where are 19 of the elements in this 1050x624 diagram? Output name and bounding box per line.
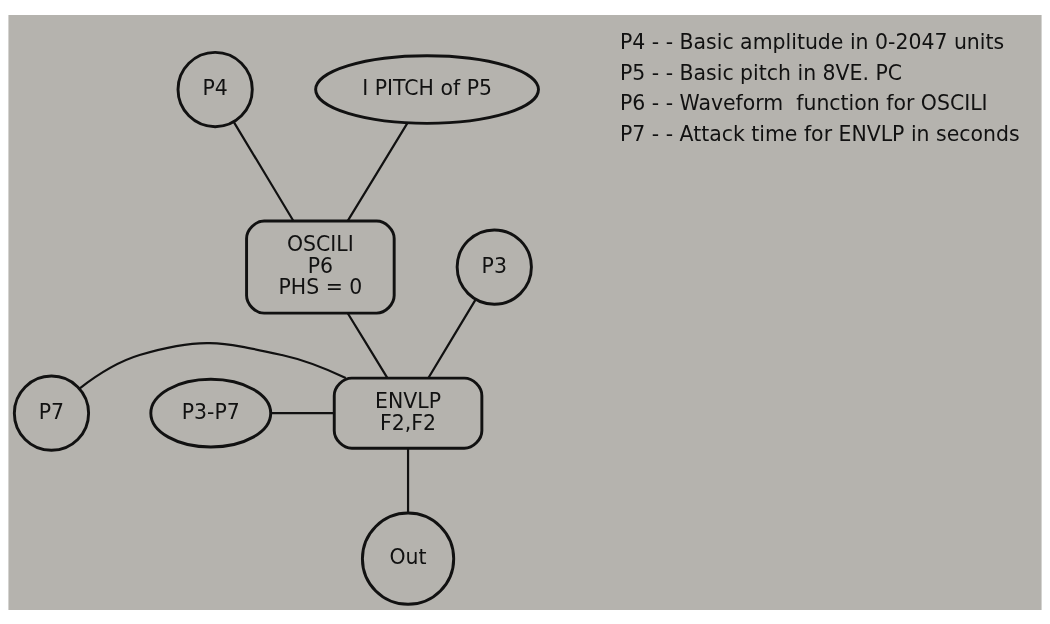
node-box: OSCILI P6 PHS = 0 bbox=[245, 219, 396, 315]
label: P4 - - Basic amplitude in 0-2047 units bbox=[619, 29, 1005, 54]
node-circle: P4 bbox=[176, 50, 254, 128]
label: P6 - - Waveform function for OSCILI bbox=[619, 90, 988, 115]
connector bbox=[232, 120, 295, 221]
node-circle: P7 bbox=[12, 374, 91, 452]
connector bbox=[346, 312, 389, 378]
connector bbox=[78, 341, 347, 389]
node-ellipse: P3-P7 bbox=[149, 377, 273, 448]
connector bbox=[346, 122, 409, 221]
node-circle: Out bbox=[360, 511, 456, 606]
node-ellipse: I PITCH of P5 bbox=[314, 53, 540, 125]
connector bbox=[406, 447, 410, 513]
node-box: ENVLP F2,F2 bbox=[332, 376, 484, 450]
node-circle: P3 bbox=[455, 228, 533, 306]
connector bbox=[270, 411, 335, 414]
label: P7 - - Attack time for ENVLP in seconds bbox=[619, 121, 1020, 146]
connector bbox=[427, 298, 477, 378]
label: P5 - - Basic pitch in 8VE. PC bbox=[619, 60, 903, 85]
